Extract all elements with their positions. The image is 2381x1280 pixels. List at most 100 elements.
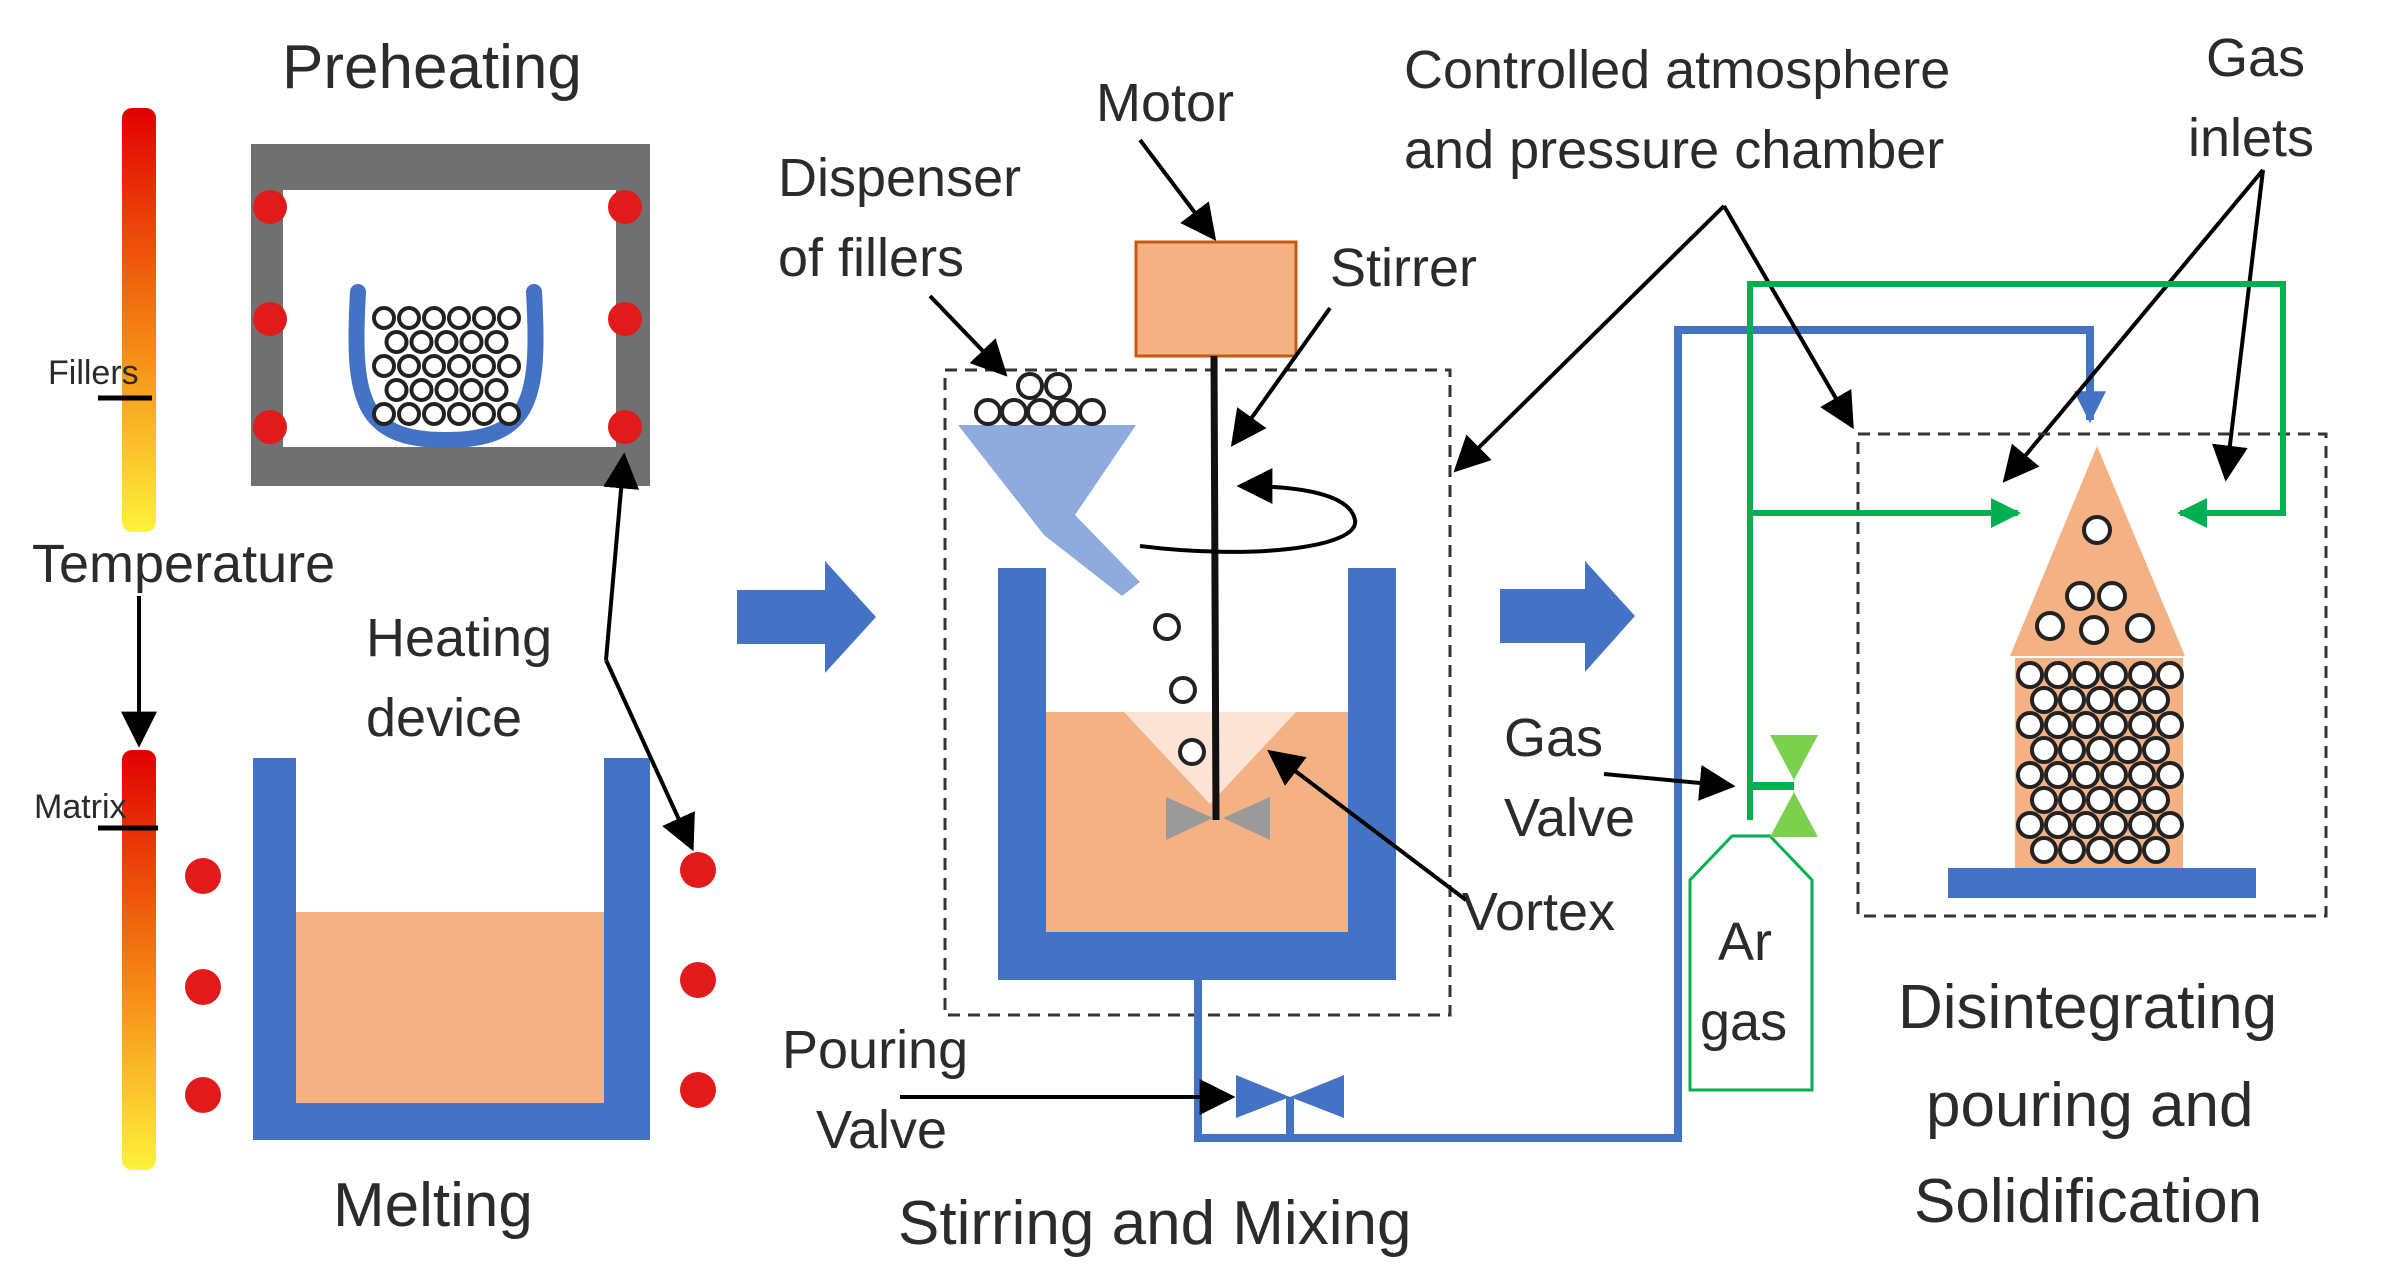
- fillers-label: Fillers: [48, 354, 139, 392]
- heater-element: [608, 410, 642, 444]
- heater-element: [680, 1072, 716, 1108]
- filler-particle: [1000, 398, 1028, 426]
- process-arrow-2: [1500, 561, 1635, 672]
- filler-particle: [2065, 581, 2095, 611]
- heater-element: [253, 190, 287, 224]
- filler-particle: [2079, 615, 2109, 645]
- gas-line-top: [1747, 281, 2286, 820]
- filler-particle: [2100, 761, 2128, 789]
- filler-particle: [459, 330, 484, 354]
- atomized-spray-cone: [2010, 446, 2185, 656]
- filler-particle: [372, 306, 396, 330]
- filler-particle: [2058, 736, 2086, 764]
- gas-inlets-label-1: Gas: [2206, 28, 2305, 88]
- filler-particle: [2072, 761, 2100, 789]
- filler-particle: [2035, 611, 2065, 641]
- filler-particle: [2016, 811, 2044, 839]
- filler-particle: [2114, 786, 2142, 814]
- disintegrating-title-1: Disintegrating: [1898, 973, 2277, 1042]
- heater-element: [253, 302, 287, 336]
- filler-particle: [2030, 836, 2058, 864]
- preheating-furnace: [251, 144, 650, 486]
- filler-particle: [397, 402, 421, 426]
- filler-particle: [434, 330, 459, 354]
- filler-particle: [2058, 686, 2086, 714]
- filler-particle: [2072, 661, 2100, 689]
- heater-element: [185, 1077, 221, 1113]
- filler-particle: [1026, 398, 1054, 426]
- heater-element: [608, 302, 642, 336]
- filler-particle: [484, 378, 509, 402]
- filler-particle: [472, 306, 496, 330]
- filler-particle: [422, 354, 446, 378]
- gas-valve-label-1: Gas: [1504, 708, 1603, 768]
- matrix-temperature-bar: [122, 750, 156, 1170]
- filler-particle: [2156, 811, 2184, 839]
- filler-particle: [2142, 736, 2170, 764]
- chamber-arrow-left: [1453, 204, 1726, 473]
- filler-particle: [422, 402, 446, 426]
- stirrer-label: Stirrer: [1330, 238, 1477, 298]
- dispenser-label-2: of fillers: [778, 228, 964, 288]
- filler-particle: [1052, 398, 1080, 426]
- vortex-label: Vortex: [1462, 882, 1615, 942]
- filler-particle: [2058, 786, 2086, 814]
- filler-particle: [2086, 686, 2114, 714]
- disintegrating-title-3: Solidification: [1914, 1167, 2262, 1236]
- filler-particle: [447, 402, 471, 426]
- controlled-atmosphere-label-1: Controlled atmosphere: [1404, 40, 1950, 100]
- gas-inlet-arrow-right: [2211, 169, 2265, 482]
- pouring-valve: [1236, 1075, 1344, 1118]
- filler-particle: [2142, 786, 2170, 814]
- rotation-arrow: [1139, 468, 1358, 554]
- pouring-valve-label-1: Pouring: [782, 1020, 968, 1080]
- filler-particle: [497, 402, 521, 426]
- ar-gas-cylinder: [1688, 834, 1814, 1092]
- ar-gas-label-2: gas: [1700, 992, 1787, 1052]
- heating-device-label-1: Heating: [366, 608, 552, 668]
- fillers-temperature-bar: [122, 108, 156, 532]
- gas-valve-arrow: [1603, 765, 1736, 801]
- filler-particle: [2058, 836, 2086, 864]
- dispenser-label-1: Dispenser: [778, 148, 1021, 208]
- filler-dispenser: [958, 425, 1140, 596]
- pouring-valve-label-2: Valve: [816, 1100, 947, 1160]
- filler-particle: [397, 306, 421, 330]
- filler-particle: [447, 354, 471, 378]
- filler-particle: [372, 402, 396, 426]
- heater-element: [253, 410, 287, 444]
- filler-particle: [2030, 786, 2058, 814]
- filler-particle: [2086, 736, 2114, 764]
- heater-element: [185, 858, 221, 894]
- filler-particle: [2097, 581, 2127, 611]
- filler-particle: [2128, 661, 2156, 689]
- stirring-mixing-title: Stirring and Mixing: [898, 1189, 1411, 1258]
- filler-particle: [2044, 761, 2072, 789]
- heater-element: [680, 962, 716, 998]
- filler-particle: [409, 330, 434, 354]
- filler-particle: [2125, 613, 2155, 643]
- filler-particle: [2142, 836, 2170, 864]
- filler-particle: [1078, 398, 1106, 426]
- heating-device-arrow-down: [604, 659, 695, 852]
- filler-particle: [2100, 811, 2128, 839]
- filler-particle: [2016, 761, 2044, 789]
- disintegrating-title-2: pouring and: [1926, 1071, 2254, 1140]
- filler-particle: [484, 330, 509, 354]
- impeller: [1166, 797, 1270, 840]
- motor-label: Motor: [1096, 73, 1234, 133]
- filler-particle: [2086, 836, 2114, 864]
- temperature-label: Temperature: [32, 534, 335, 594]
- falling-filler: [1178, 738, 1206, 766]
- filler-particle: [497, 306, 521, 330]
- filler-particle: [434, 378, 459, 402]
- dispenser-fillers: [974, 372, 1106, 426]
- motor: [1134, 240, 1298, 358]
- filler-particle: [409, 378, 434, 402]
- chamber-arrow-right: [1722, 204, 1854, 430]
- filler-particle: [2100, 711, 2128, 739]
- filler-particle: [2128, 761, 2156, 789]
- controlled-atmosphere-label-2: and pressure chamber: [1404, 120, 1944, 180]
- molten-matrix: [296, 912, 604, 1103]
- stirrer-shaft: [1210, 355, 1220, 821]
